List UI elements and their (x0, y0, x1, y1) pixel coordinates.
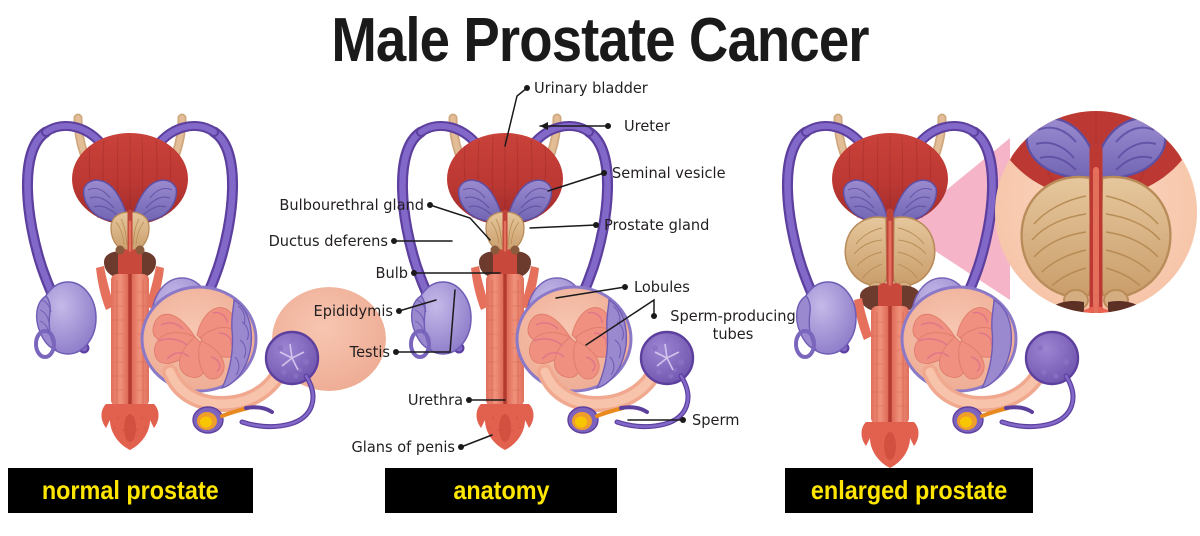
label-bulbourethral-gland: Bulbourethral gland (279, 196, 424, 214)
label-prostate-gland: Prostate gland (604, 216, 710, 234)
label-glans-of-penis: Glans of penis (351, 438, 455, 456)
caption-anatomy-text: anatomy (452, 475, 550, 505)
figure-enlarged-prostate (781, 113, 1080, 468)
label-seminal-vesicle: Seminal vesicle (612, 164, 726, 182)
enlarged-prostate-right-lobe (892, 216, 936, 287)
caption-enlarged-prostate: enlarged prostate (785, 468, 1033, 513)
figure-normal-prostate (21, 113, 386, 450)
label-ductus-deferens: Ductus deferens (268, 232, 388, 250)
leader-lines (391, 85, 686, 450)
label-sperm: Sperm (692, 411, 740, 429)
label-sperm-producing-tubes: Sperm-producing tubes (670, 307, 796, 343)
label-bulb: Bulb (375, 264, 408, 282)
label-urinary-bladder: Urinary bladder (534, 79, 648, 97)
label-urethra: Urethra (407, 391, 463, 409)
page-title: Male Prostate Cancer (331, 6, 869, 75)
caption-normal-prostate-text: normal prostate (42, 475, 219, 505)
label-testis: Testis (349, 343, 390, 361)
figure-anatomy (396, 113, 695, 450)
label-ureter: Ureter (624, 117, 670, 135)
label-epididymis: Epididymis (313, 302, 393, 320)
label-lobules: Lobules (634, 278, 690, 296)
enlarged-prostate-left-lobe (844, 216, 888, 287)
caption-enlarged-prostate-text: enlarged prostate (810, 475, 1008, 505)
caption-normal-prostate: normal prostate (8, 468, 253, 513)
caption-anatomy: anatomy (385, 468, 617, 513)
magnifier-inset (995, 111, 1197, 313)
